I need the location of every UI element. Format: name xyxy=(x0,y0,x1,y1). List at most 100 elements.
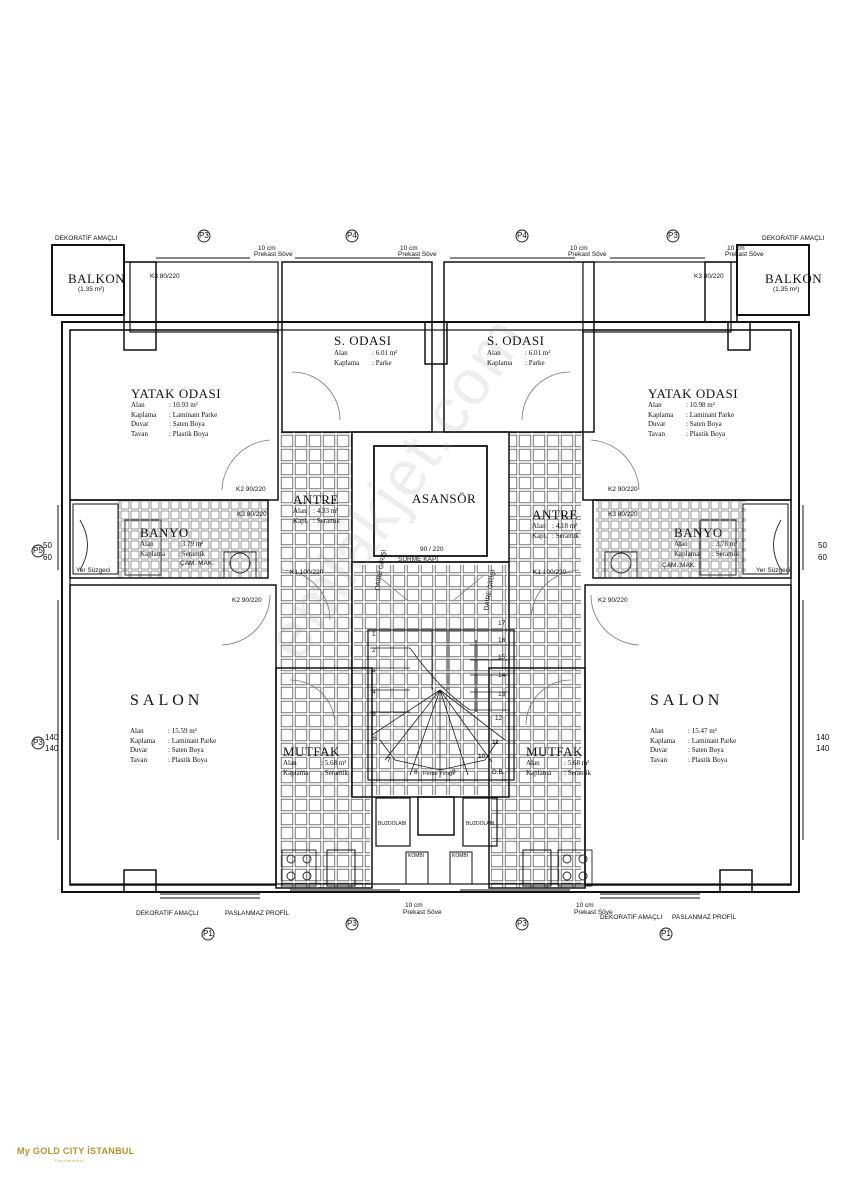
stair-number-17: 17 xyxy=(498,620,506,627)
label-kombi-left: KOMBİ xyxy=(408,853,425,859)
stair-number-2: 2 xyxy=(372,647,376,654)
room-balkon-left-area: (1.35 m²) xyxy=(78,286,105,293)
note-prekast-a: Prekast Söve xyxy=(254,251,293,258)
note-yer-suzgeci-right: Yer Süzgeci xyxy=(756,567,791,574)
note-surme-dim: 90 / 220 xyxy=(420,546,444,553)
room-banyo-right-title: BANYO xyxy=(674,525,723,540)
room-salon-left-specs: Alan: 15.59 m² Kaplama: Laminant Parke D… xyxy=(130,727,217,764)
brand-subtitle: Gayrimenkul xyxy=(55,1158,85,1163)
room-antre-left-specs: Alan: 4.33 m² Kapl.: Seramik xyxy=(293,507,341,525)
note-prekast-d: Prekast Söve xyxy=(725,251,764,258)
room-sodasi-right-title: S. ODASI xyxy=(487,333,545,348)
door-k2-yatak-right: K2 90/220 xyxy=(608,486,638,493)
marker-p5-left: P5 xyxy=(33,546,43,555)
note-10cm-b: 10 cm xyxy=(400,245,418,252)
room-sodasi-left-specs: Alan: 6.01 m² Kaplama: Parke xyxy=(334,349,398,367)
stair-number-5: 5 xyxy=(372,711,376,718)
stair-number-6: 6 xyxy=(373,735,377,742)
label-perde-yirtigi: Perde Yırtığı xyxy=(423,771,454,777)
room-yatak-right-specs: Alan: 10.98 m² Kaplama: Laminant Parke D… xyxy=(648,401,735,438)
stair-number-16: 16 xyxy=(498,637,506,644)
room-antre-right-specs: Alan: 4.18 m² Kapl.: Seramik xyxy=(532,522,580,540)
door-k1-right: K1 100/220 xyxy=(533,569,567,576)
room-banyo-right-specs: Alan: 3.78 m² Kaplama: Seramik xyxy=(674,540,740,558)
room-salon-right-title: SALON xyxy=(650,692,724,709)
marker-p4-top-left: P4 xyxy=(347,231,357,240)
note-dekoratif-top-left: DEKORATİF AMAÇLI xyxy=(55,235,118,242)
dim-140-right-b: 140 xyxy=(816,744,830,753)
room-yatak-left-title: YATAK ODASI xyxy=(131,386,222,401)
note-prekast-e: Prekast Söve xyxy=(403,909,442,916)
note-prekast-b: Prekast Söve xyxy=(398,251,437,258)
room-balkon-right-area: (1.35 m²) xyxy=(773,286,800,293)
note-cam-mak-left: ÇAM. MAK. xyxy=(180,560,214,567)
note-10cm-e: 10 cm xyxy=(405,902,423,909)
tiled-floors xyxy=(118,432,746,888)
dim-140-left-b: 140 xyxy=(45,744,59,753)
note-10cm-c: 10 cm xyxy=(570,245,588,252)
door-k3-banyo-right: K3 80/220 xyxy=(608,511,638,518)
label-buzdolabi-right: BUZDOLABI xyxy=(466,821,495,827)
dim-140-left-a: 140 xyxy=(45,733,59,742)
door-k2-yatak-left: K2 90/220 xyxy=(236,486,266,493)
marker-p3-top-right: P3 xyxy=(668,231,678,240)
note-dekoratif-top-right: DEKORATİF AMAÇLI xyxy=(762,235,825,242)
note-prekast-c: Prekast Söve xyxy=(568,251,607,258)
marker-p3-bottom-right: P3 xyxy=(517,919,527,928)
stair-number-12: 12 xyxy=(495,715,503,722)
note-yer-suzgeci-left: Yer Süzgeci xyxy=(76,567,111,574)
brand-logo: My GOLD CITY İSTANBUL xyxy=(17,1146,135,1156)
room-yatak-left-specs: Alan: 10.93 m² Kaplama: Laminant Parke D… xyxy=(131,401,218,438)
stair-number-10: 10 xyxy=(478,753,486,760)
door-k2-salon-left: K2 90/220 xyxy=(232,597,262,604)
note-10cm-f: 10 cm xyxy=(576,902,594,909)
marker-p3-top-left: P3 xyxy=(199,231,209,240)
stair-number-7: 7 xyxy=(387,757,391,764)
note-dekoratif-bottom-left: DEKORATİF AMAÇLI xyxy=(136,910,199,917)
room-sodasi-right-specs: Alan: 6.01 m² Kaplama: Parke xyxy=(487,349,551,367)
stair-number-14: 14 xyxy=(498,672,506,679)
room-banyo-left-title: BANYO xyxy=(140,525,189,540)
label-kombi-right: KOMBİ xyxy=(452,853,469,859)
door-k1-left: K1 100/220 xyxy=(290,569,324,576)
room-antre-left-title: ANTRE xyxy=(293,492,339,507)
dim-140-right-a: 140 xyxy=(816,733,830,742)
dim-50-left: 50 xyxy=(43,541,52,550)
note-paslanmaz-bottom-left: PASLANMAZ PROFİL xyxy=(225,910,290,917)
room-asansor-title: ASANSÖR xyxy=(412,491,477,506)
room-balkon-right-title: BALKON xyxy=(765,271,823,286)
room-salon-right-specs: Alan: 15.47 m² Kaplama: Laminant Parke D… xyxy=(650,727,737,764)
door-k3-balkon-right: K3 80/220 xyxy=(694,273,724,280)
note-cam-mak-right: ÇAM. MAK. xyxy=(662,562,696,569)
marker-p1-bottom-right: P1 xyxy=(661,929,671,938)
dim-50-right: 50 xyxy=(818,541,827,550)
stair-number-3: 3 xyxy=(372,667,376,674)
note-dekoratif-bottom-right: DEKORATİF AMAÇLI xyxy=(600,914,663,921)
room-mutfak-right-title: MUTFAK xyxy=(526,744,583,759)
room-salon-left-title: SALON xyxy=(130,692,204,709)
note-prekast-f: Prekast Söve xyxy=(574,909,613,916)
staircase xyxy=(370,629,510,778)
room-antre-right-title: ANTRE xyxy=(532,507,578,522)
room-banyo-left-specs: Alan: 3.79 m² Kaplama: Seramik xyxy=(140,540,206,558)
door-k3-banyo-left: K3 80/220 xyxy=(237,511,267,518)
dim-60-left: 60 xyxy=(43,553,52,562)
note-surme-kapi: SÜRME KAPI xyxy=(398,556,439,563)
room-mutfak-left-specs: Alan: 5.68 m² Kaplama: Seramik xyxy=(283,759,349,777)
room-sodasi-left-title: S. ODASI xyxy=(334,333,392,348)
door-k3-balkon-left: K3 80/220 xyxy=(150,273,180,280)
marker-p1-bottom-left: P1 xyxy=(203,929,213,938)
stair-number-9: 9 xyxy=(452,769,456,776)
note-10cm-d: 10 cm xyxy=(727,245,745,252)
room-balkon-left-title: BALKON xyxy=(68,271,126,286)
marker-p4-top-right: P4 xyxy=(517,231,527,240)
windows xyxy=(57,257,804,899)
stair-number-8: 8 xyxy=(414,769,418,776)
label-buzdolabi-left: BUZDOLABI xyxy=(378,821,407,827)
stair-number-15: 15 xyxy=(498,654,506,661)
marker-p3-left: P3 xyxy=(33,738,43,747)
fixtures xyxy=(79,519,782,887)
note-paslanmaz-bottom-right: PASLANMAZ PROFİL xyxy=(672,914,737,921)
note-10cm-a: 10 cm xyxy=(258,245,276,252)
room-mutfak-right-specs: Alan: 5.68 m² Kaplama: Seramik xyxy=(526,759,592,777)
